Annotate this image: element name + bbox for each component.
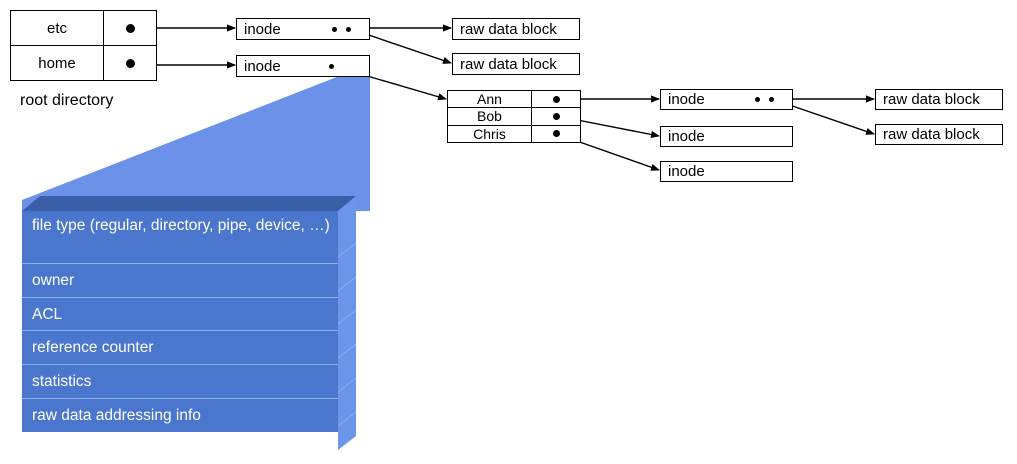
- raw-data-block-label: raw data block: [460, 55, 557, 73]
- raw-data-block-ann-1[interactable]: raw data block: [875, 89, 1003, 110]
- pointer-dot-icon: [755, 97, 760, 102]
- root-dir-entry-name: etc: [11, 11, 104, 45]
- inode-field-label: owner: [32, 272, 75, 289]
- raw-data-block-etc-1[interactable]: raw data block: [452, 18, 580, 40]
- pointer-dot-icon: [329, 63, 334, 69]
- inode-pointer-dots: [329, 56, 334, 76]
- inode-field-raw-data-addressing: raw data addressing info: [22, 398, 338, 432]
- inode-pointer-dots: [755, 90, 774, 109]
- inode-box-chris[interactable]: inode: [660, 161, 793, 182]
- home-dir-entry-pointer: [532, 126, 580, 142]
- inode-field-label: raw data addressing info: [32, 407, 201, 424]
- table-row[interactable]: Bob: [448, 108, 580, 126]
- home-dir-entry-name: Bob: [448, 108, 532, 125]
- home-dir-entry-name: Chris: [448, 125, 532, 142]
- raw-data-block-etc-2[interactable]: raw data block: [452, 53, 580, 75]
- raw-data-block-label: raw data block: [883, 126, 980, 143]
- home-directory-table: Ann Bob Chris: [447, 90, 581, 143]
- inode-box-etc[interactable]: inode: [236, 18, 370, 40]
- home-dir-entry-name: Ann: [448, 91, 532, 108]
- root-dir-entry-pointer: [104, 46, 156, 80]
- raw-data-block-label: raw data block: [883, 91, 980, 108]
- root-dir-entry-pointer: [104, 11, 156, 45]
- inode-label: inode: [668, 163, 705, 180]
- pointer-dot-icon: [125, 58, 135, 68]
- raw-data-block-label: raw data block: [460, 20, 557, 38]
- pointer-dot-icon: [552, 130, 560, 138]
- pointer-dot-icon: [769, 97, 774, 102]
- table-row[interactable]: etc: [11, 11, 156, 46]
- root-directory-caption: root directory: [20, 92, 114, 109]
- pointer-dot-icon: [332, 26, 337, 32]
- root-directory-table: etc home: [10, 10, 157, 81]
- pointer-dot-icon: [125, 23, 135, 33]
- table-row[interactable]: home: [11, 46, 156, 80]
- inode-field-reference-counter: reference counter: [22, 330, 338, 364]
- inode-field-acl: ACL: [22, 297, 338, 330]
- inode-field-statistics: statistics: [22, 364, 338, 398]
- inode-label: inode: [244, 57, 281, 75]
- inode-label: inode: [244, 20, 281, 38]
- root-dir-entry-name: home: [11, 46, 104, 80]
- raw-data-block-ann-2[interactable]: raw data block: [875, 124, 1003, 145]
- inode-field-label: reference counter: [32, 339, 154, 356]
- pointer-dot-icon: [552, 112, 560, 120]
- inode-box-ann[interactable]: inode: [660, 89, 793, 110]
- inode-field-list: file type (regular, directory, pipe, dev…: [22, 211, 338, 432]
- inode-detail-panel: file type (regular, directory, pipe, dev…: [22, 196, 358, 454]
- inode-label: inode: [668, 91, 705, 108]
- table-row[interactable]: Ann: [448, 91, 580, 109]
- pointer-dot-icon: [346, 26, 351, 32]
- pointer-dot-icon: [552, 95, 560, 103]
- inode-box-bob[interactable]: inode: [660, 126, 793, 147]
- inode-field-label: file type (regular, directory, pipe, dev…: [32, 217, 330, 234]
- home-dir-entry-pointer: [532, 108, 580, 124]
- home-dir-entry-pointer: [532, 91, 580, 107]
- inode-field-label: ACL: [32, 305, 63, 323]
- table-row[interactable]: Chris: [448, 125, 580, 142]
- inode-label: inode: [668, 128, 705, 145]
- inode-field-label: statistics: [32, 373, 92, 390]
- inode-field-file-type: file type (regular, directory, pipe, dev…: [22, 211, 338, 263]
- inode-box-home[interactable]: inode: [236, 55, 370, 77]
- inode-pointer-dots: [332, 19, 351, 39]
- inode-field-owner: owner: [22, 263, 338, 297]
